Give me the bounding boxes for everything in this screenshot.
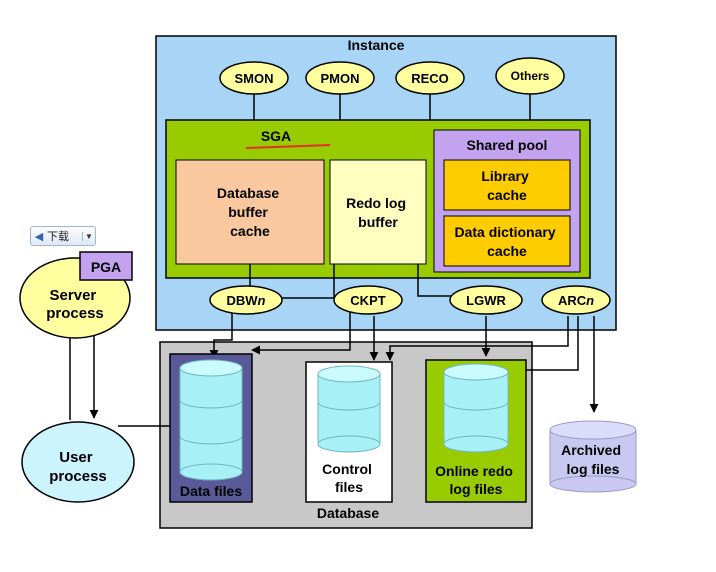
lgwr-label: LGWR [466, 293, 506, 308]
library-cache-box [443, 159, 571, 211]
control-files-cylinder [317, 365, 381, 453]
database-buffer-cache-label: Database buffer cache [217, 185, 283, 239]
download-button-label: 下载 [47, 230, 69, 243]
arcn-ellipse [541, 285, 611, 315]
pmon-label: PMON [321, 71, 360, 86]
data-dictionary-cache-label: Data dictionary cache [454, 224, 559, 259]
user-process-ellipse [21, 421, 135, 503]
user-process-label: User process [49, 449, 107, 485]
server-process-label: Server process [46, 287, 104, 322]
redo-log-buffer-label: Redo log buffer [346, 195, 410, 230]
data-files-label: Data files [180, 483, 242, 499]
instance-title: Instance [348, 37, 405, 53]
download-button[interactable]: ◀ 下载 ▼ [30, 226, 96, 246]
lgwr-ellipse [449, 285, 523, 315]
database-buffer-cache-box [175, 159, 325, 265]
arrow-left-icon: ◀ [34, 230, 44, 243]
sga-underline [245, 144, 331, 149]
online-redo-log-files-cylinder [443, 363, 509, 453]
pga-label: PGA [91, 259, 121, 275]
library-cache-label: Library cache [481, 168, 532, 203]
process-connectors [253, 94, 531, 120]
chevron-down-icon[interactable]: ▼ [82, 231, 95, 241]
data-dictionary-cache-box [443, 215, 571, 267]
pga-box [79, 251, 133, 281]
smon-label: SMON [235, 71, 274, 86]
sga-title: SGA [261, 128, 291, 144]
online-redo-log-files-label: Online redo log files [435, 463, 517, 497]
control-files-label: Control files [322, 461, 376, 495]
reco-ellipse [395, 61, 465, 95]
reco-label: RECO [411, 71, 449, 86]
others-ellipse [495, 57, 565, 95]
data-files-cylinder [179, 359, 243, 481]
ckpt-ellipse [333, 285, 403, 315]
ckpt-label: CKPT [350, 293, 385, 308]
redo-log-buffer-box [329, 159, 427, 265]
smon-ellipse [219, 61, 289, 95]
shared-pool-title: Shared pool [467, 137, 548, 153]
arcn-label: ARCn [558, 293, 594, 308]
pmon-ellipse [305, 61, 375, 95]
dbwn-ellipse [209, 285, 283, 315]
archived-log-files-label: Archived log files [561, 442, 625, 477]
others-label: Others [511, 69, 550, 83]
database-title: Database [317, 505, 379, 521]
dbwn-label: DBWn [227, 293, 266, 308]
archived-log-files-cylinder [549, 420, 637, 493]
